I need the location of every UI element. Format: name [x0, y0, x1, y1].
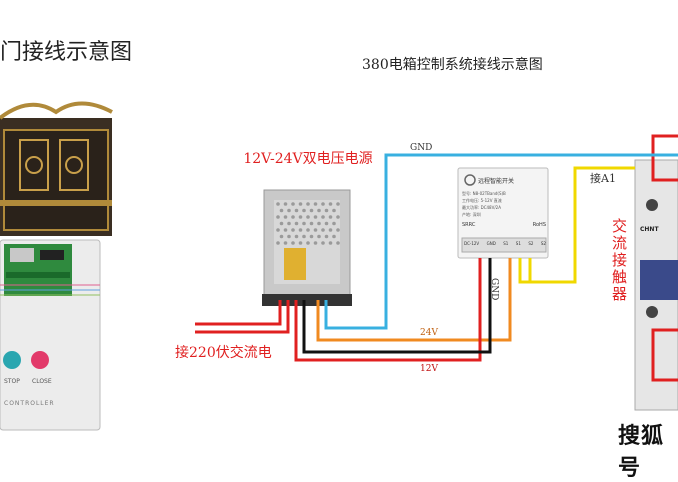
close-button-icon — [31, 351, 49, 369]
remote-switch-module — [457, 167, 549, 259]
psu-title: 12V-24V双电压电源 — [243, 151, 373, 167]
contactor-brand: CHNT — [640, 226, 659, 233]
switch-module-specs: 型号: N8-02TBand(S)B 工作电压: 5-12V 直流 最大功率: … — [462, 191, 506, 217]
contactor-label: 交流接触器 — [612, 217, 628, 303]
wiring-diagram — [0, 101, 678, 431]
wires — [195, 153, 678, 362]
ac-input-label: 接220伏交流电 — [175, 345, 272, 361]
page-title-center: 380电箱控制系统接线示意图 — [362, 57, 543, 73]
stop-button-icon — [3, 351, 21, 369]
v12-label: 12V — [420, 364, 438, 374]
controller-brand: CONTROLLER — [4, 400, 55, 407]
gate-controller — [0, 239, 101, 431]
page-title-left: 门接线示意图 — [0, 40, 133, 65]
ac-contactor — [634, 134, 678, 411]
controller-stop-label: STOP — [4, 378, 20, 385]
controller-close-label: CLOSE — [32, 378, 52, 385]
gnd-vertical-label: GND — [489, 278, 499, 301]
switch-module-title: 远程智能开关 — [478, 178, 515, 185]
v24-label: 24V — [420, 328, 438, 338]
power-supply — [262, 189, 352, 306]
gnd-top-label: GND — [410, 143, 433, 153]
watermark: 搜狐号 — [618, 424, 665, 481]
gate-image — [0, 101, 113, 236]
a1-label: 接A1 — [590, 172, 616, 185]
